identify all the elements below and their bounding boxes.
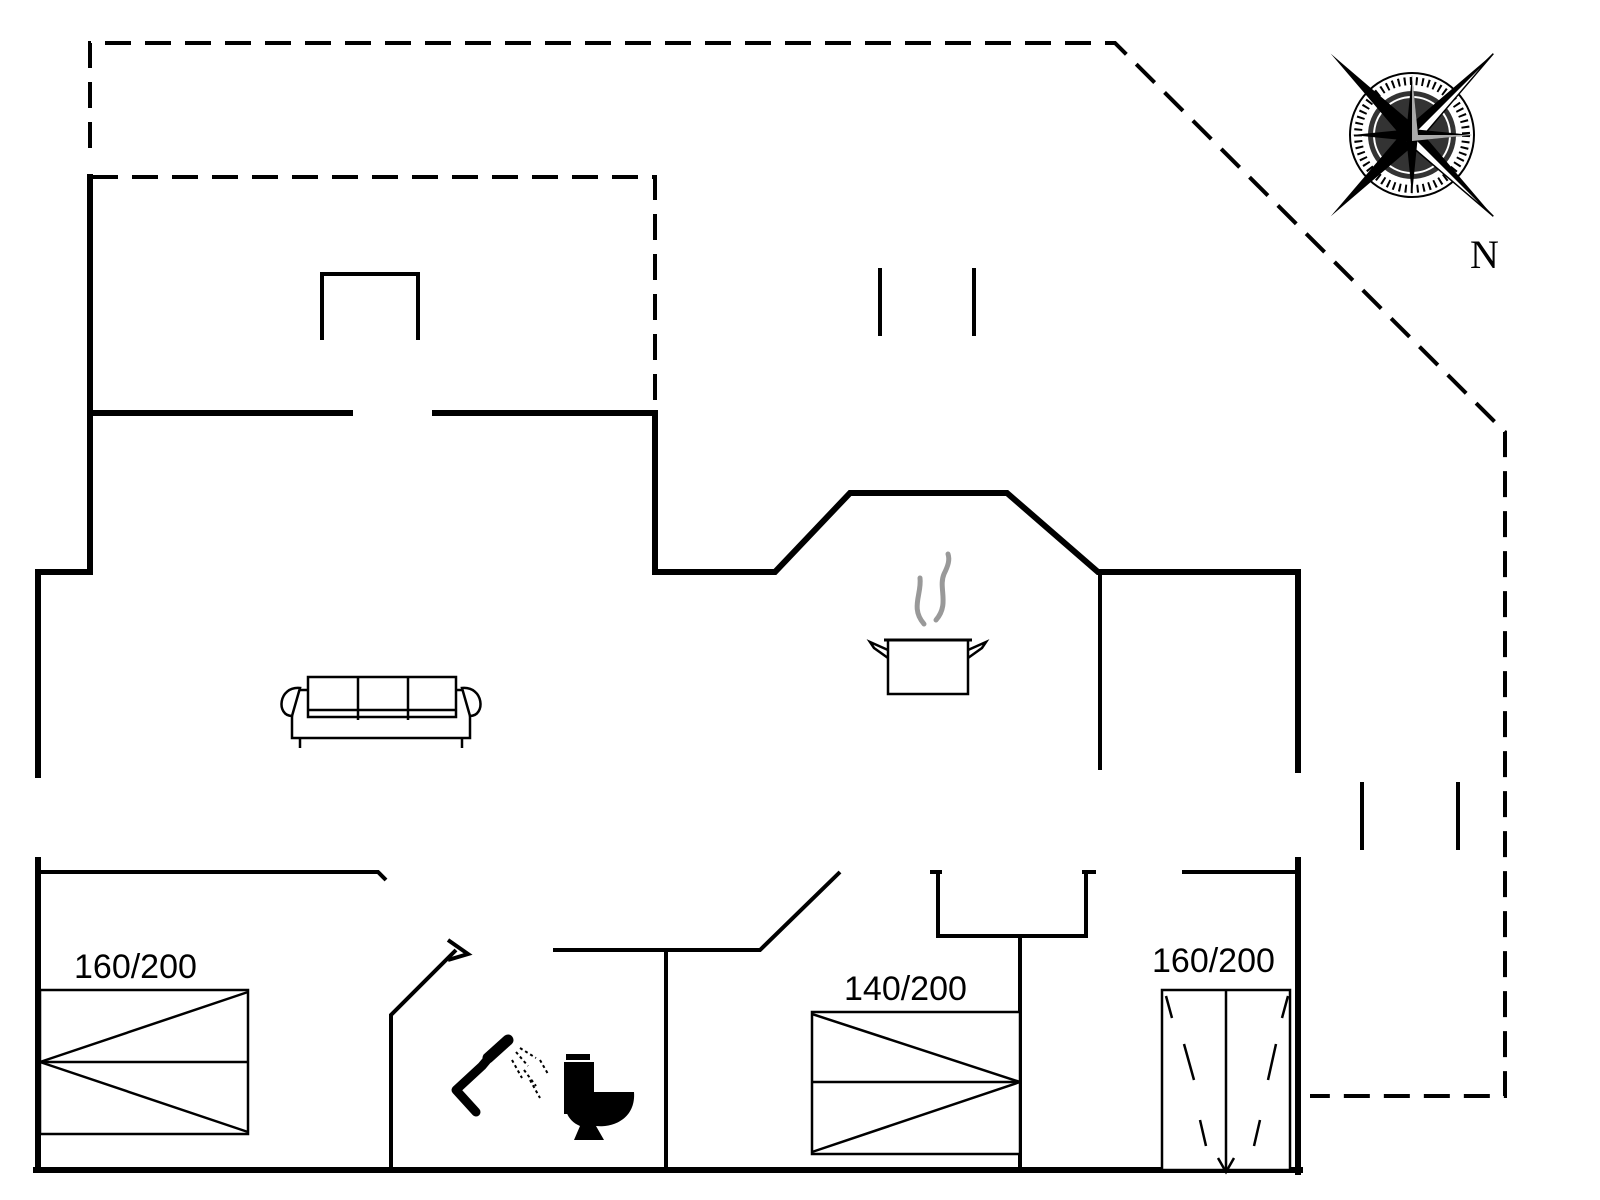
bed-size-label: 140/200 xyxy=(844,970,967,1008)
wall-closet xyxy=(936,870,1088,938)
wall-bath-diagonal xyxy=(389,948,458,1170)
door-marks xyxy=(320,268,1460,850)
wall-bath-door-stub xyxy=(446,938,473,962)
shower-icon xyxy=(451,1034,549,1117)
terrace-outline-inner xyxy=(92,175,657,410)
wall-top-mid xyxy=(432,410,1301,773)
walls xyxy=(33,174,1303,1175)
compass-north-label: N xyxy=(1470,232,1499,277)
bed-left: 160/200 xyxy=(38,948,250,1136)
door-frame-top xyxy=(320,272,420,340)
cooking-pot-icon xyxy=(866,551,990,696)
bed-size-label: 160/200 xyxy=(1152,942,1275,980)
wall-left-step xyxy=(35,410,93,778)
bed-size-label: 160/200 xyxy=(74,948,197,986)
compass-rose-icon xyxy=(1330,53,1494,217)
wall-bedroom1-top xyxy=(38,870,388,882)
toilet-icon xyxy=(564,1054,635,1140)
terrace-outlines xyxy=(88,41,1507,1098)
bed-middle: 140/200 xyxy=(810,970,1022,1156)
wall-bath-top xyxy=(553,870,842,952)
sofa-icon xyxy=(280,675,482,748)
bed-right: 160/200 xyxy=(1152,942,1292,1175)
terrace-outline-outer xyxy=(88,41,1507,1098)
